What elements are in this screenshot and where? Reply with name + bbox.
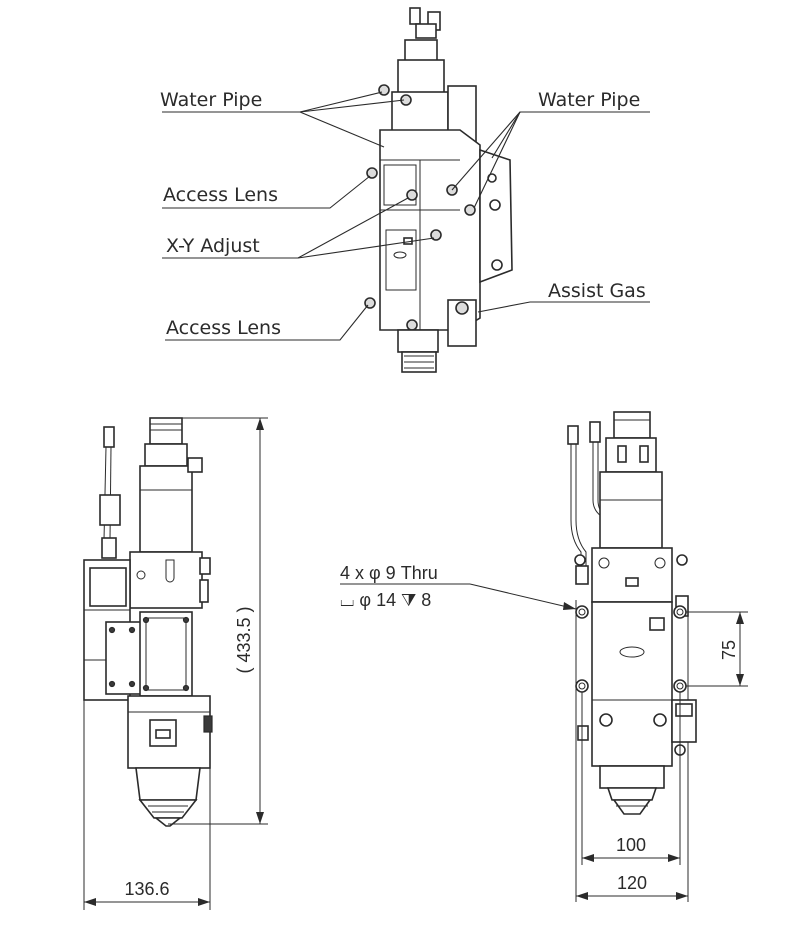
front-nozzle: [599, 765, 665, 789]
isometric-view: [364, 7, 513, 373]
label-water-pipe-right: Water Pipe: [538, 89, 640, 111]
front-upper-block: [591, 547, 673, 603]
water-fitting: [464, 204, 476, 216]
mounting-hole: [575, 605, 589, 619]
access-lens-knob: [366, 167, 378, 179]
hole-note-line2: ⌴ φ 14 ⧩ 8: [340, 590, 431, 610]
dim-height: ( 433.5 ): [234, 606, 254, 673]
top-flange: [397, 59, 445, 95]
fitting: [406, 319, 418, 331]
nozzle-body: [397, 329, 439, 353]
top-cylinder: [404, 39, 438, 63]
side-adjust-plate: [139, 611, 193, 697]
front-top-cylinder: [613, 411, 651, 439]
mounting-hole: [673, 679, 687, 693]
mounting-hole: [673, 605, 687, 619]
side-view: [83, 417, 213, 827]
mounting-hole: [575, 679, 589, 693]
label-xy-adjust: X-Y Adjust: [166, 235, 260, 257]
water-fitting: [378, 84, 390, 96]
dim-front-width: 120: [617, 873, 647, 893]
leader-lines: [162, 91, 650, 341]
dim-hole-pitch: 100: [616, 835, 646, 855]
cable-connector: [567, 425, 579, 445]
label-water-pipe-left: Water Pipe: [160, 89, 262, 111]
fitting: [406, 189, 418, 201]
side-nozzle: [135, 767, 201, 801]
side-dimensions: [83, 417, 268, 910]
connector-top: [409, 7, 421, 25]
side-top-cylinder: [149, 417, 183, 445]
label-assist-gas: Assist Gas: [548, 280, 646, 302]
connector-block: [415, 23, 437, 39]
front-upper-body: [599, 471, 663, 549]
front-dimensions: [340, 583, 748, 902]
cable-connector: [103, 426, 115, 448]
dim-hole-spacing: 75: [719, 640, 739, 660]
cable-connector: [589, 421, 601, 443]
side-bracket: [479, 148, 513, 284]
hole-note-line1: 4 x φ 9 Thru: [340, 563, 438, 583]
dim-side-width: 136.6: [124, 879, 169, 899]
label-access-lens-top: Access Lens: [163, 184, 278, 206]
fitting: [430, 229, 442, 241]
front-view: [567, 411, 697, 815]
label-access-lens-bottom: Access Lens: [166, 317, 281, 339]
main-block: [379, 129, 481, 331]
side-upper-body: [139, 465, 193, 553]
